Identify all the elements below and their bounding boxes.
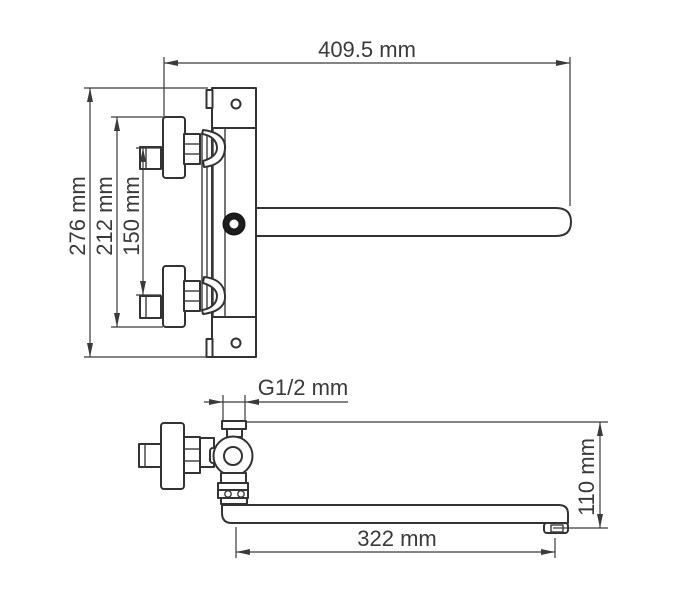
dimension-label-thread-size: G1/2 mm	[258, 375, 348, 400]
arrowhead-up	[597, 422, 603, 436]
dimension-overall-height: 276 mm	[65, 87, 208, 358]
bottom-pipe-fitting	[139, 295, 162, 319]
bottom-connection-front	[139, 265, 227, 328]
valve-neck	[220, 472, 247, 484]
dimension-mounting-height: 212 mm	[92, 116, 163, 328]
pipe-fitting-side	[138, 443, 162, 468]
dimension-thread-size: G1/2 mm	[204, 375, 348, 420]
hex-nut-side	[183, 436, 201, 474]
side-view: G1/2 mm 110 mm 322 mm	[138, 375, 608, 558]
top-hex-nut	[183, 133, 201, 165]
arrowhead-right	[209, 399, 223, 405]
spout-base	[220, 497, 248, 505]
arrowhead-left	[164, 60, 178, 66]
spout-side	[221, 504, 569, 534]
dimension-overall-width: 409.5 mm	[163, 37, 571, 206]
dimension-label-overall-height: 276 mm	[65, 176, 90, 255]
arrowhead-down	[140, 281, 146, 295]
top-pipe-fitting	[139, 146, 162, 170]
spout-side-outline	[221, 504, 569, 524]
top-flange	[162, 116, 186, 179]
center-screw	[222, 212, 246, 236]
valve-collar	[217, 482, 249, 491]
dimension-label-connection-spacing: 150 mm	[119, 176, 144, 255]
top-eccentric-connector	[201, 129, 227, 168]
arrowhead-left	[236, 549, 250, 555]
dimension-label-spout-drop: 110 mm	[574, 438, 599, 516]
bottom-hex-nut	[183, 280, 201, 312]
arrowhead-down	[114, 313, 120, 327]
bottom-mounting-hole	[230, 337, 242, 349]
flange-side	[160, 422, 185, 490]
dimension-spout-drop: 110 mm	[246, 421, 608, 529]
arrowhead-up	[140, 148, 146, 162]
arrowhead-down	[597, 514, 603, 528]
dimension-label-overall-width: 409.5 mm	[318, 37, 416, 62]
dimension-spout-length: 322 mm	[235, 526, 556, 558]
arrowhead-right	[556, 60, 570, 66]
valve-spindle-circle	[223, 446, 243, 466]
dimension-label-mounting-height: 212 mm	[92, 176, 117, 255]
top-mounting-hole	[230, 98, 242, 110]
connection-side	[138, 422, 221, 490]
arrowhead-up	[87, 88, 93, 102]
bottom-eccentric-connector	[201, 276, 227, 315]
thread-cap-outer	[221, 420, 247, 430]
dimension-label-spout-length: 322 mm	[357, 526, 436, 551]
screw-center	[229, 219, 239, 229]
arrowhead-down	[87, 343, 93, 357]
top-plate-tab	[205, 89, 214, 109]
spout-front	[255, 207, 572, 237]
bottom-flange	[162, 265, 186, 328]
dimension-connection-spacing: 150 mm	[119, 147, 161, 296]
bottom-plate-tab	[205, 338, 214, 358]
front-view: 409.5 mm 276 mm 212 mm 150 mm	[65, 37, 572, 358]
arrowhead-left	[245, 399, 259, 405]
valve-body-side	[212, 420, 254, 505]
arrowhead-up	[114, 117, 120, 131]
arrowhead-right	[541, 549, 555, 555]
top-connection-front	[139, 116, 227, 179]
